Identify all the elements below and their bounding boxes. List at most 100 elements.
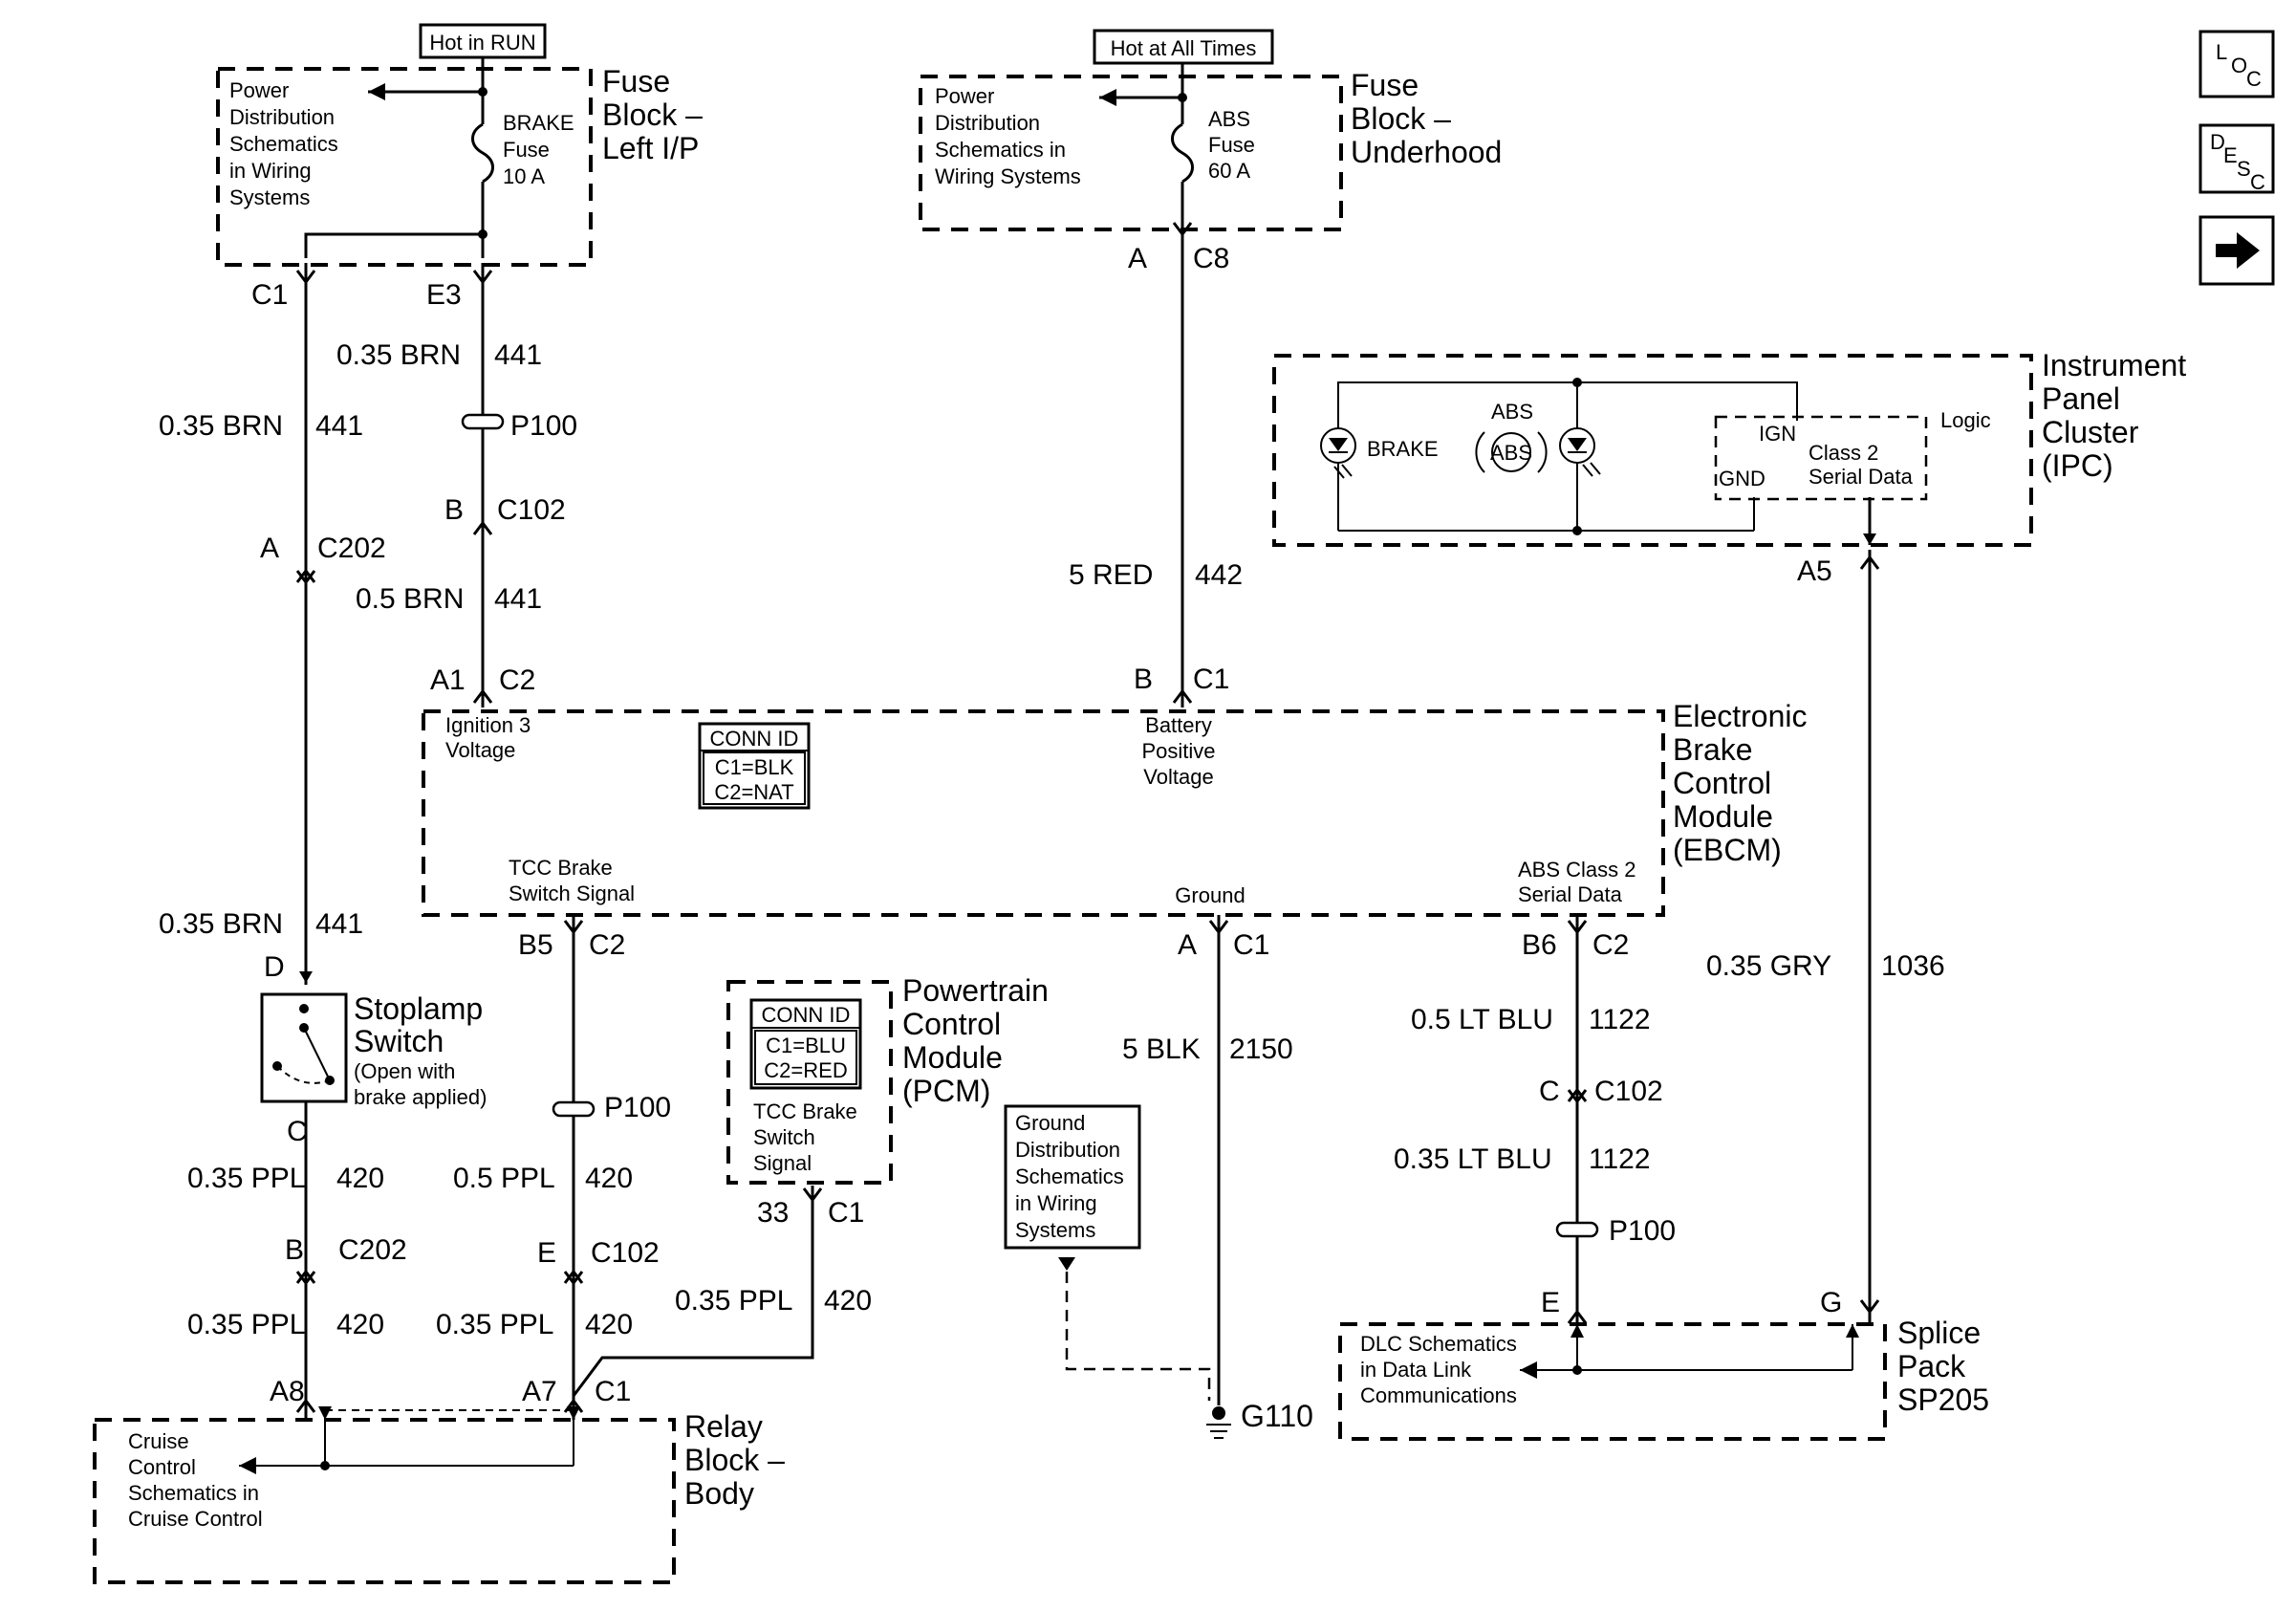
wire-color-blk-5: 5 BLK (1122, 1034, 1201, 1065)
circuit-1122-b: 1122 (1589, 1143, 1651, 1175)
ground-dist-text: Ground Distribution Schematics in Wiring… (1015, 1111, 1124, 1242)
connector-a7: A7 (522, 1376, 557, 1407)
svg-text:(PCM): (PCM) (902, 1074, 990, 1108)
svg-text:C1=BLU: C1=BLU (766, 1034, 846, 1057)
ipc-title: Instrument Panel Cluster (IPC) (2042, 348, 2186, 483)
connector-a8: A8 (270, 1376, 305, 1407)
svg-text:Brake: Brake (1673, 732, 1753, 767)
ebcm-title: Electronic Brake Control Module (EBCM) (1673, 699, 1808, 867)
connector-a1: A1 (430, 664, 466, 696)
svg-text:Battery: Battery (1145, 713, 1212, 737)
loc-letter-o: O (2231, 54, 2247, 77)
connector-a5: A5 (1797, 555, 1832, 587)
connector-c-c102: C (1539, 1076, 1560, 1107)
hot-in-run-box (419, 23, 547, 59)
svg-text:Communications: Communications (1360, 1383, 1517, 1407)
svg-text:Electronic: Electronic (1673, 699, 1808, 733)
svg-text:TCC Brake: TCC Brake (753, 1099, 857, 1123)
next-arrow-button[interactable] (2199, 215, 2275, 286)
ipc-logic-label: Logic (1940, 408, 1991, 432)
circuit-441-b: 441 (315, 410, 363, 442)
wire-420-stoplamp (295, 1101, 316, 1420)
circuit-420-c: 420 (824, 1285, 872, 1317)
brake-fuse-symbol (304, 57, 494, 258)
brake-lamp-icon (1320, 427, 1356, 479)
connector-b6: B6 (1522, 929, 1557, 961)
wire-color-ltblu-05: 0.5 LT BLU (1411, 1004, 1553, 1035)
svg-text:Control: Control (128, 1455, 196, 1479)
connector-c202-a: C202 (317, 533, 386, 564)
wire-color-brn-035-c: 0.35 BRN (159, 908, 283, 940)
ebcm-ign-voltage-2: Voltage (445, 738, 515, 762)
desc-button[interactable]: D E S C (2199, 123, 2275, 194)
brake-lamp-label: BRAKE (1367, 437, 1439, 461)
desc-letter-d: D (2210, 130, 2225, 154)
svg-text:C2=RED: C2=RED (764, 1058, 847, 1082)
wire-color-ppl-035-d: 0.35 PPL (436, 1309, 553, 1340)
pcm-title: Powertrain Control Module (PCM) (902, 973, 1049, 1108)
svg-text:Powertrain: Powertrain (902, 973, 1049, 1008)
loc-letter-c: C (2246, 67, 2262, 91)
wire-441-left (295, 263, 316, 985)
connector-c102-b: C102 (1594, 1076, 1663, 1107)
connector-d: D (264, 951, 285, 983)
svg-text:CONN ID: CONN ID (710, 727, 799, 751)
pcm-conn-id-table: CONN ID C1=BLU C2=RED (749, 998, 862, 1090)
wire-labels: C1 E3 0.35 BRN 441 0.35 BRN 441 P100 B C… (159, 243, 1945, 1407)
connector-c1-pcm: C1 (828, 1197, 864, 1229)
p100-label-c: P100 (1609, 1215, 1676, 1247)
ipc-ign-label: IGN (1759, 422, 1796, 446)
svg-text:Systems: Systems (229, 185, 310, 209)
ebcm-abs-serial: Serial Data (1518, 882, 1623, 906)
svg-text:Splice: Splice (1897, 1316, 1981, 1350)
svg-text:Switch: Switch (753, 1125, 815, 1149)
wire-color-ppl-05: 0.5 PPL (453, 1163, 555, 1194)
svg-text:Module: Module (902, 1040, 1003, 1075)
ebcm-abs-class2: ABS Class 2 (1518, 858, 1636, 882)
p100-label-b: P100 (604, 1092, 671, 1123)
circuit-442: 442 (1195, 559, 1243, 591)
hot-in-run-label: Hot in RUN (429, 31, 535, 54)
abs-fuse-symbol (1099, 63, 1194, 225)
pcm-outline (726, 980, 893, 1185)
abs-warning-icon: ABS (1475, 431, 1548, 473)
relay-internal-wiring (239, 1406, 580, 1474)
connector-a-c1-ground: A (1178, 929, 1197, 961)
circuit-2150: 2150 (1229, 1034, 1293, 1065)
abs-fuse-label: ABS Fuse 60 A (1208, 107, 1255, 183)
loc-button[interactable]: L O C (2199, 30, 2275, 98)
pcm-tcc-label: TCC Brake Switch Signal (753, 1099, 857, 1175)
svg-text:Instrument: Instrument (2042, 348, 2186, 382)
svg-text:DLC Schematics: DLC Schematics (1360, 1332, 1517, 1356)
svg-text:Signal: Signal (753, 1151, 812, 1175)
connector-c-switch: C (287, 1116, 308, 1147)
fuse-block-underhood-title: Fuse Block – Underhood (1351, 68, 1502, 169)
wire-2150 (1208, 915, 1229, 1405)
wire-color-brn-035-a: 0.35 BRN (336, 339, 461, 371)
svg-text:Distribution: Distribution (935, 111, 1040, 135)
splice-pack-title: Splice Pack SP205 (1897, 1316, 1989, 1417)
wire-color-ppl-035-a: 0.35 PPL (187, 1163, 305, 1194)
svg-text:Systems: Systems (1015, 1218, 1095, 1242)
svg-text:Distribution: Distribution (1015, 1138, 1120, 1162)
connector-b-c1: B (1134, 664, 1153, 695)
connector-c1-top: C1 (251, 279, 288, 311)
wire-color-gry-035: 0.35 GRY (1706, 950, 1831, 982)
ipc-gnd-label: GND (1719, 467, 1765, 490)
ebcm-ground-label: Ground (1175, 883, 1245, 907)
svg-text:Relay: Relay (684, 1409, 763, 1444)
svg-text:Block –: Block – (684, 1443, 785, 1477)
desc-letter-e: E (2223, 143, 2238, 167)
svg-text:Switch: Switch (354, 1024, 444, 1058)
arrow-right-icon (2216, 232, 2260, 269)
svg-text:Power: Power (229, 78, 289, 102)
connector-c1-b: C1 (1193, 664, 1229, 695)
abs-lamp-icon (1559, 427, 1601, 477)
connector-b5: B5 (518, 929, 553, 961)
wire-color-brn-035-b: 0.35 BRN (159, 410, 283, 442)
svg-text:in Wiring: in Wiring (1015, 1191, 1097, 1215)
pcm-pin-33: 33 (757, 1197, 789, 1229)
svg-text:in Data Link: in Data Link (1360, 1358, 1472, 1382)
power-dist-left-text: Power Distribution Schematics in Wiring … (229, 78, 338, 209)
svg-text:SP205: SP205 (1897, 1382, 1989, 1417)
